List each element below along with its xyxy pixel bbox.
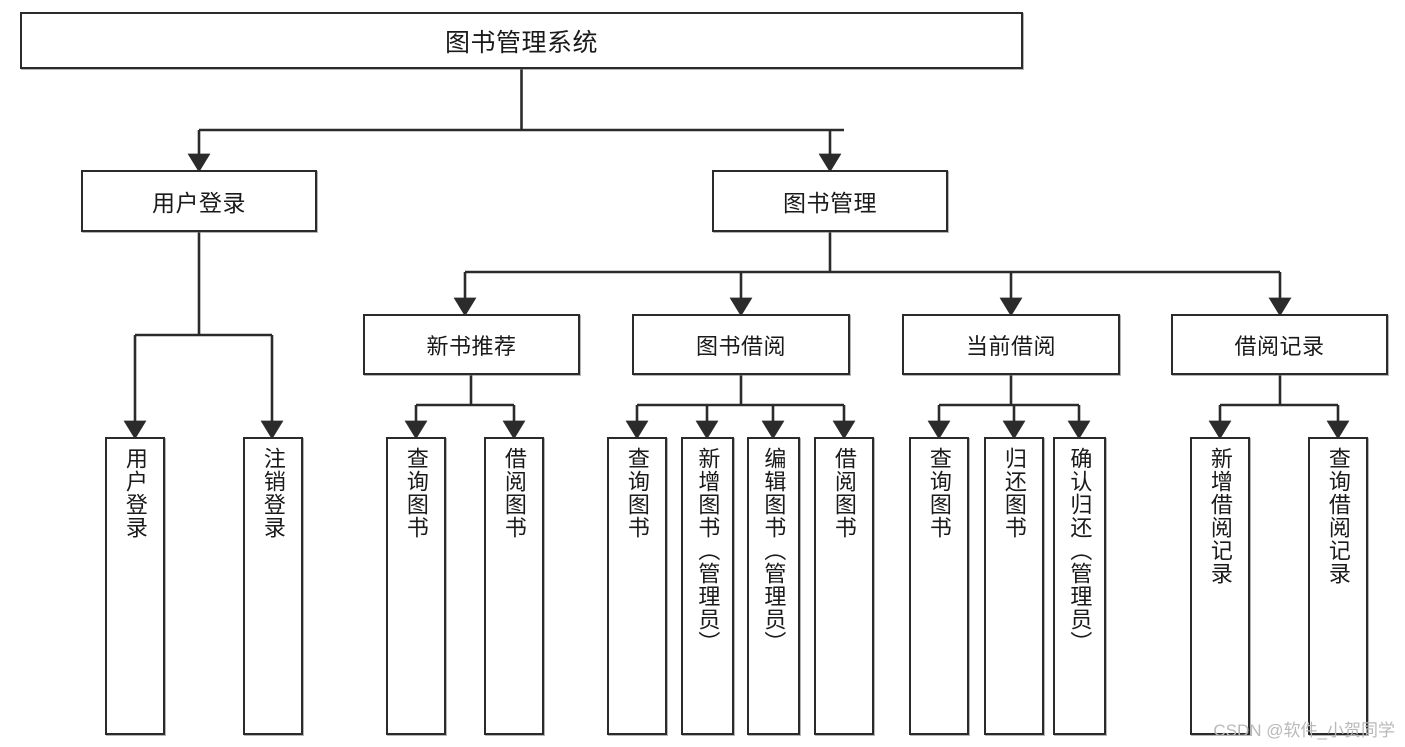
leaf-logout[interactable]: 注销登录 (243, 437, 303, 735)
leaf-borrow-book-label: 借阅图书 (831, 447, 857, 539)
leaf-user-login-label: 用户登录 (122, 447, 148, 539)
node-current-borrow-label: 当前借阅 (965, 333, 1056, 359)
leaf-confirm-return-label: 确认归还（管理员） (1067, 447, 1093, 654)
node-book-manage-label: 图书管理 (783, 190, 877, 216)
leaf-user-login[interactable]: 用户登录 (105, 437, 165, 735)
leaf-logout-label: 注销登录 (260, 447, 286, 539)
node-user-login-label: 用户登录 (152, 190, 246, 216)
leaf-edit-book-label: 编辑图书（管理员） (761, 447, 787, 654)
node-current-borrow[interactable]: 当前借阅 (902, 314, 1120, 375)
leaf-query-book-borrow-label: 查询图书 (624, 447, 650, 539)
node-user-login[interactable]: 用户登录 (81, 170, 317, 232)
node-borrow-record-label: 借阅记录 (1234, 333, 1325, 359)
leaf-add-book-label: 新增图书（管理员） (695, 447, 721, 654)
node-new-book-recommend[interactable]: 新书推荐 (363, 314, 580, 375)
leaf-query-book-current[interactable]: 查询图书 (909, 437, 969, 735)
leaf-query-book-rec[interactable]: 查询图书 (386, 437, 446, 735)
node-book-manage[interactable]: 图书管理 (712, 170, 948, 232)
leaf-add-record[interactable]: 新增借阅记录 (1190, 437, 1250, 735)
leaf-query-book-rec-label: 查询图书 (403, 447, 429, 539)
node-root-label: 图书管理系统 (444, 28, 598, 57)
leaf-confirm-return[interactable]: 确认归还（管理员） (1053, 437, 1106, 735)
leaf-query-record[interactable]: 查询借阅记录 (1308, 437, 1368, 735)
leaf-edit-book[interactable]: 编辑图书（管理员） (747, 437, 800, 735)
node-book-borrow-label: 图书借阅 (695, 333, 786, 359)
leaf-return-book-label: 归还图书 (1001, 447, 1027, 539)
node-root[interactable]: 图书管理系统 (20, 12, 1023, 69)
leaf-query-book-borrow[interactable]: 查询图书 (607, 437, 667, 735)
leaf-query-record-label: 查询借阅记录 (1325, 447, 1351, 585)
leaf-query-book-current-label: 查询图书 (926, 447, 952, 539)
leaf-borrow-book-rec[interactable]: 借阅图书 (484, 437, 544, 735)
leaf-borrow-book[interactable]: 借阅图书 (814, 437, 874, 735)
leaf-return-book[interactable]: 归还图书 (984, 437, 1044, 735)
node-borrow-record[interactable]: 借阅记录 (1171, 314, 1388, 375)
node-book-borrow[interactable]: 图书借阅 (632, 314, 850, 375)
leaf-add-record-label: 新增借阅记录 (1207, 447, 1233, 585)
leaf-add-book[interactable]: 新增图书（管理员） (681, 437, 734, 735)
node-new-book-recommend-label: 新书推荐 (426, 333, 517, 359)
leaf-borrow-book-rec-label: 借阅图书 (501, 447, 527, 539)
